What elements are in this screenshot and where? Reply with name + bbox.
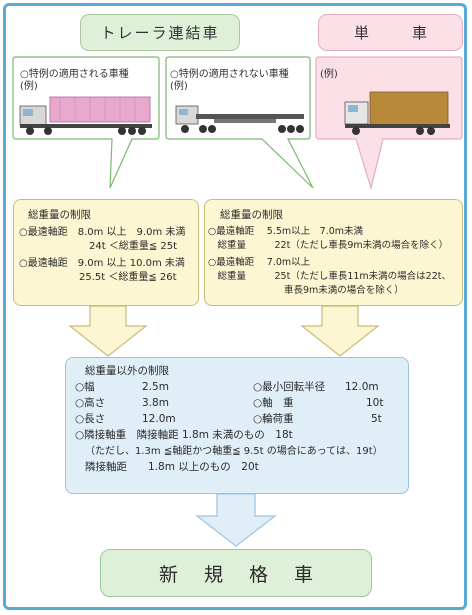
height-value: 3.8m	[142, 397, 169, 409]
axle-weight-label: ○軸 重	[253, 397, 294, 409]
lowbed-trailer-icon	[175, 105, 304, 133]
caption-single-example: (例)	[320, 69, 338, 80]
wheel-load-value: 5t	[371, 413, 382, 425]
left-box-line1: ○最遠軸距 8.0m 以上 9.0m 未満	[19, 227, 186, 238]
right-box-line4: 総重量 25t（ただし車長11m未満の場合は22t、	[208, 271, 451, 282]
axle-weight-value: 10t	[366, 397, 384, 409]
adjacent-axle-line3: 隣接軸距 1.8m 以上のもの 20t	[85, 461, 259, 473]
callout-special-applied	[12, 56, 160, 189]
down-arrow-right	[300, 305, 380, 357]
right-box-line1: ○最遠軸距 5.5m以上 7.0m未満	[208, 226, 364, 237]
left-box-title: 総重量の制限	[28, 209, 91, 221]
other-limits-box	[65, 357, 409, 494]
trailer-truck-pink-icon	[19, 96, 152, 135]
adjacent-axle-line1: ○隣接軸重 隣接軸距 1.8m 未満のもの 18t	[75, 429, 293, 441]
caption-special-applied: ○特例の適用される車種 (例)	[20, 69, 129, 92]
down-arrow-left	[68, 305, 148, 357]
trailer-weight-limit-box	[13, 199, 199, 306]
left-box-line2: 24t ＜総重量≦ 25t	[19, 241, 178, 252]
single-truck-header: 単 車	[318, 14, 463, 51]
wheel-load-label: ○輪荷重	[253, 413, 294, 425]
height-label: ○高さ	[75, 397, 106, 409]
left-box-line4: 25.5t ＜総重量≦ 26t	[19, 272, 177, 283]
width-label: ○幅	[75, 381, 95, 393]
right-box-line3: ○最遠軸距 7.0m以上	[208, 257, 311, 268]
arrow-to-final	[195, 493, 277, 547]
turn-radius-value: 12.0m	[345, 381, 379, 393]
adjacent-axle-line2: （ただし、1.3m ≦軸距かつ軸重≦ 9.5t の場合にあっては、19t）	[85, 446, 383, 457]
length-value: 12.0m	[142, 413, 176, 425]
left-box-line3: ○最遠軸距 9.0m 以上 10.0m 未満	[19, 258, 185, 269]
caption-special-not-applied: ○特例の適用されない車種 (例)	[170, 69, 289, 92]
down-arrow-center	[195, 493, 277, 547]
arrows-to-other-limits	[68, 305, 380, 357]
single-truck-icon	[344, 91, 450, 135]
callout-shapes	[12, 56, 463, 191]
new-standard-vehicle-box: 新規格車	[100, 549, 372, 597]
single-weight-limit-box	[204, 199, 463, 306]
right-box-title: 総重量の制限	[220, 209, 283, 221]
width-value: 2.5m	[142, 381, 169, 393]
right-box-line5: 車長9m未満の場合を除く）	[208, 285, 404, 296]
other-limits-title: 総重量以外の制限	[85, 365, 169, 377]
turn-radius-label: ○最小回転半径	[253, 381, 326, 393]
trailer-header: トレーラ連結車	[80, 14, 240, 51]
length-label: ○長さ	[75, 413, 106, 425]
right-box-line2: 総重量 22t（ただし車長9m未満の場合を除く）	[208, 240, 449, 251]
